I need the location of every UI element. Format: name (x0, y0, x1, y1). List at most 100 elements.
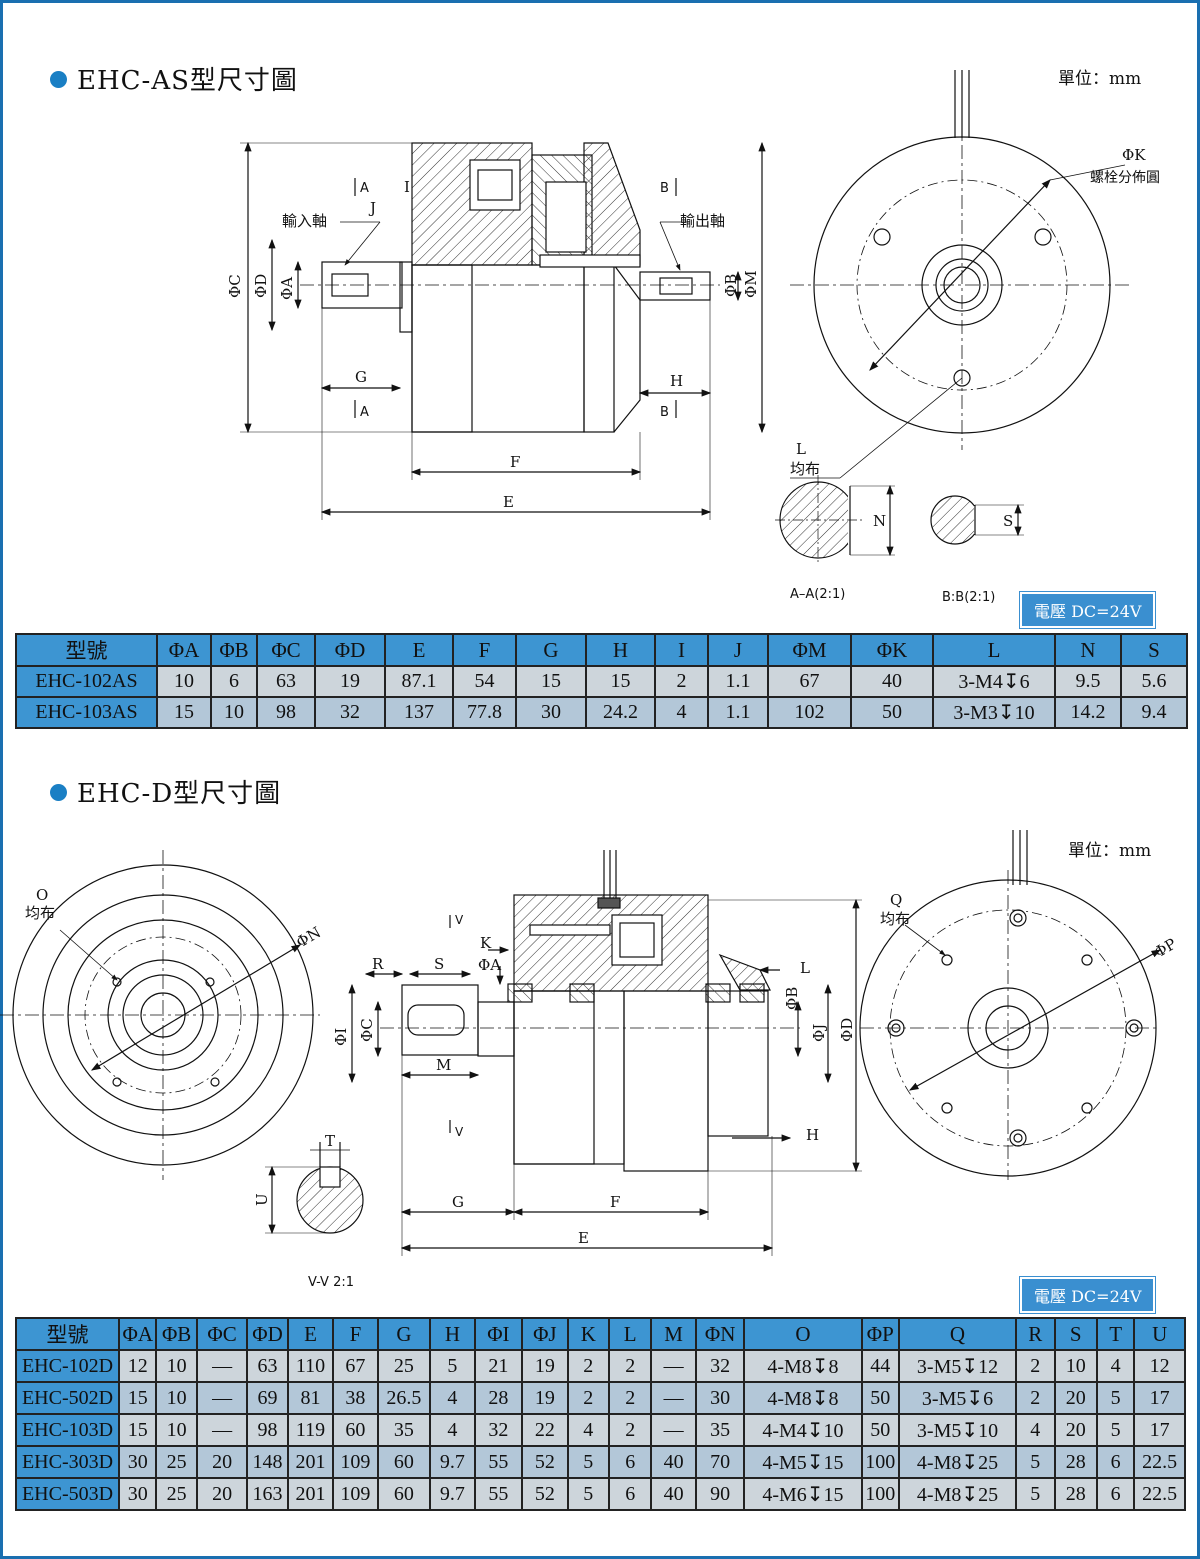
col-header: S (1120, 633, 1188, 667)
table-cell: 63 (256, 665, 316, 698)
col-header: ΦN (694, 1317, 746, 1351)
col-header: ΦC (256, 633, 316, 667)
table-cell: EHC-502D (14, 1381, 121, 1415)
table-cell: 10 (155, 1413, 198, 1447)
table-header-row: 型號 ΦA ΦB ΦC ΦD E F G H I J ΦM ΦK L N S (15, 633, 1188, 667)
label-phi-b-d: ΦB (783, 987, 801, 1010)
col-header: S (1053, 1317, 1098, 1351)
table-cell: 1.1 (707, 665, 769, 698)
table-cell: 5 (1015, 1445, 1056, 1479)
label-l-d: L (800, 959, 810, 977)
table-cell: 2 (1015, 1381, 1056, 1415)
col-header: Q (897, 1317, 1018, 1351)
table-cell: 90 (694, 1477, 746, 1511)
label-s-d: S (434, 955, 444, 973)
table-cell: 14.2 (1054, 696, 1122, 729)
label-phi-m: ΦM (742, 270, 760, 298)
table-cell: 9.4 (1120, 696, 1188, 729)
table-cell: 4-M8↧25 (897, 1477, 1018, 1511)
col-header: F (452, 633, 517, 667)
table-cell: 6 (607, 1445, 653, 1479)
label-b-bottom: B (660, 405, 669, 420)
table-cell: 69 (246, 1381, 289, 1415)
col-header: ΦP (860, 1317, 900, 1351)
col-header: 型號 (15, 633, 158, 667)
label-k: K (480, 934, 492, 952)
table-cell: — (195, 1413, 249, 1447)
label-a-top: A (360, 181, 369, 196)
section-d-title: EHC-D型尺寸圖 (50, 773, 281, 810)
table-cell: 10 (156, 665, 212, 698)
table-cell: 3-M4↧6 (932, 665, 1056, 698)
table-cell: EHC-103AS (15, 696, 158, 729)
label-u: U (253, 1193, 271, 1206)
spec-table-as: 型號 ΦA ΦB ΦC ΦD E F G H I J ΦM ΦK L N S E… (15, 633, 1188, 729)
table-cell: 5 (429, 1349, 476, 1383)
label-evenly-right: 均布 (880, 910, 910, 928)
col-header: ΦI (473, 1317, 524, 1351)
table-cell: 55 (473, 1445, 524, 1479)
table-cell: — (650, 1381, 697, 1415)
label-g: G (355, 368, 367, 386)
table-cell: 63 (246, 1349, 289, 1383)
table-cell: 30 (118, 1477, 158, 1511)
table-cell: 15 (515, 665, 587, 698)
label-f-d: F (610, 1193, 620, 1211)
table-cell: 163 (246, 1477, 289, 1511)
label-o: O (36, 886, 48, 904)
table-cell: 2 (607, 1413, 653, 1447)
col-header: ΦK (850, 633, 934, 667)
table-cell: 5 (566, 1445, 611, 1479)
label-phi-i: ΦI (332, 1028, 350, 1046)
col-header: ΦD (314, 633, 386, 667)
table-cell: 109 (332, 1477, 379, 1511)
table-cell: 4 (1015, 1413, 1056, 1447)
table-cell: 148 (246, 1445, 289, 1479)
table-cell: 35 (694, 1413, 746, 1447)
table-cell: 67 (332, 1349, 379, 1383)
label-a-bottom: A (360, 405, 369, 420)
table-cell: 4 (654, 696, 709, 729)
label-evenly-left: 均布 (25, 904, 55, 922)
table-cell: 15 (118, 1381, 158, 1415)
table-cell: 30 (515, 696, 587, 729)
table-cell: — (650, 1413, 697, 1447)
table-cell: EHC-103D (14, 1413, 121, 1447)
diagram-d: O 均布 ΦN V V K R S ΦA L ΦI ΦC ΦB ΦJ ΦD M … (0, 830, 1179, 1290)
table-row: EHC-102AS 10 6 63 19 87.1 54 15 15 2 1.1… (15, 665, 1188, 698)
table-cell: 25 (155, 1445, 198, 1479)
label-phi-j: ΦJ (810, 1024, 828, 1042)
diagram-as: 輸入軸 輸出軸 A A B B I J G H F E ΦC ΦD ΦA ΦB … (226, 70, 1160, 605)
col-header: F (332, 1317, 379, 1351)
table-cell: 40 (650, 1477, 697, 1511)
table-cell: 30 (694, 1381, 746, 1415)
table-header-row: 型號 ΦA ΦB ΦC ΦD E F G H ΦI ΦJ K L M ΦN O … (14, 1317, 1186, 1351)
table-cell: — (195, 1381, 249, 1415)
label-phi-d: ΦD (252, 274, 270, 298)
table-cell: 4-M8↧25 (897, 1445, 1018, 1479)
table-cell: EHC-102D (14, 1349, 121, 1383)
col-header: T (1095, 1317, 1136, 1351)
table-cell: 102 (767, 696, 852, 729)
col-header: U (1133, 1317, 1186, 1351)
table-cell: 10 (155, 1381, 198, 1415)
label-h-d: H (806, 1126, 819, 1144)
table-cell: 30 (118, 1445, 158, 1479)
table-cell: 44 (860, 1349, 900, 1383)
table-cell: 32 (694, 1349, 746, 1383)
table-cell: — (195, 1349, 249, 1383)
table-cell: 119 (286, 1413, 335, 1447)
table-cell: 19 (521, 1381, 569, 1415)
col-header: ΦD (246, 1317, 289, 1351)
spec-table-d: 型號 ΦA ΦB ΦC ΦD E F G H ΦI ΦJ K L M ΦN O … (14, 1317, 1186, 1511)
col-header: R (1015, 1317, 1056, 1351)
label-phi-p: ΦP (1151, 935, 1179, 962)
unit-label-as: 單位：mm (1058, 69, 1142, 89)
label-section-vv: V-V 2:1 (308, 1275, 354, 1290)
label-v-top: V (455, 913, 464, 927)
table-cell: 35 (376, 1413, 432, 1447)
table-cell: EHC-503D (14, 1477, 121, 1511)
table-cell: 50 (860, 1413, 900, 1447)
